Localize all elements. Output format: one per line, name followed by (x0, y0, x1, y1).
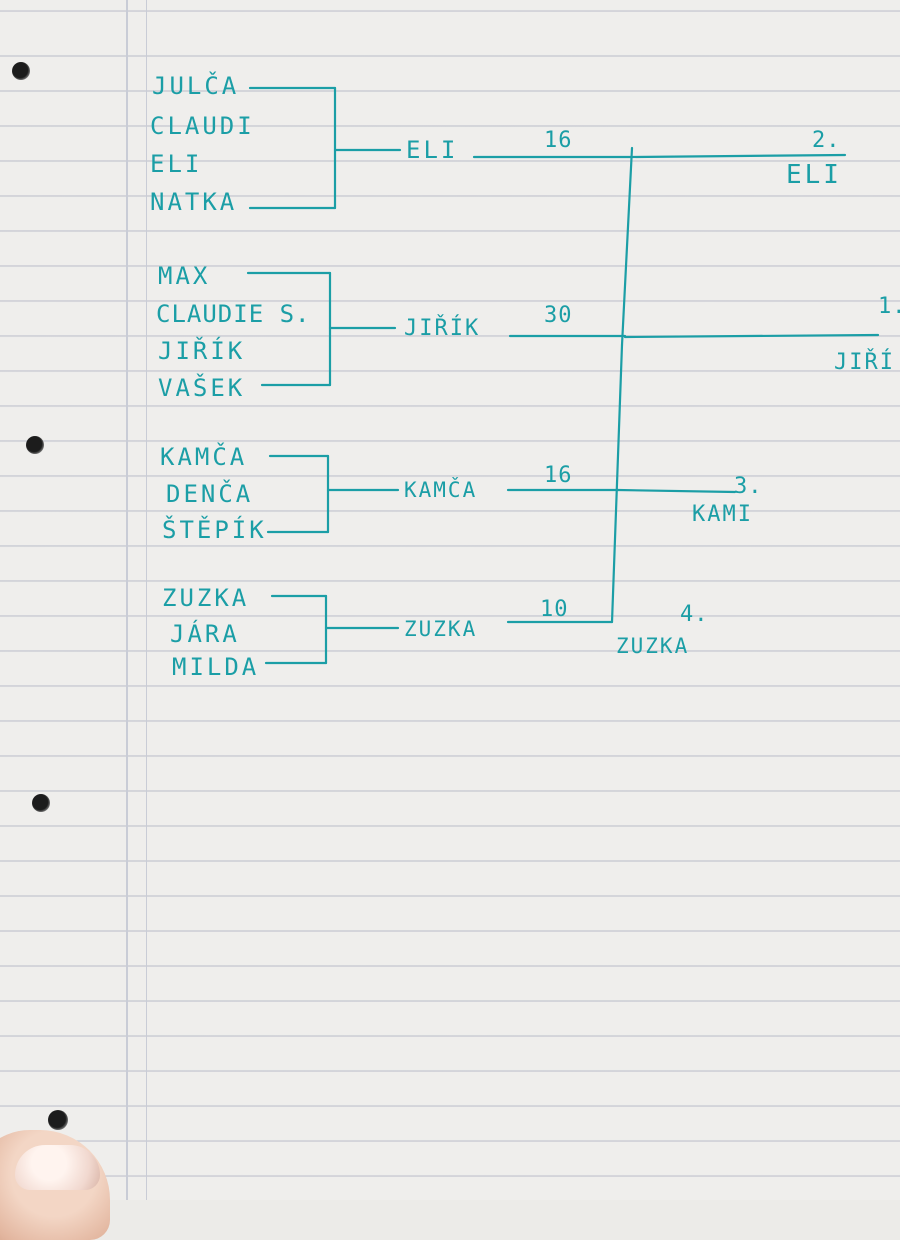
group-winner: JIŘÍK (404, 316, 481, 341)
group-winner: ELI (406, 136, 459, 164)
player-name: ZUZKA (162, 584, 250, 612)
player-name: VAŠEK (158, 374, 246, 402)
player-name: JULČA (152, 72, 240, 100)
placement-rank: 2. (812, 128, 841, 153)
player-name: CLAUDIE S. (156, 300, 311, 328)
player-name: JÁRA (170, 620, 240, 648)
notebook-page (0, 0, 900, 1200)
punch-hole (26, 436, 44, 454)
margin-line-inner (146, 0, 147, 1200)
placement-name: KAMI (692, 502, 753, 527)
placement-rank: 1. (878, 294, 900, 319)
group-score: 16 (544, 128, 573, 153)
group-winner: KAMČA (404, 478, 478, 502)
player-name: ŠTĚPÍK (162, 516, 267, 544)
margin-line (126, 0, 128, 1200)
punch-hole (48, 1110, 68, 1130)
player-name: CLAUDI (150, 112, 255, 140)
placement-rank: 4. (680, 602, 709, 627)
player-name: MAX (158, 262, 211, 290)
player-name: ELI (150, 150, 203, 178)
player-name: JIŘÍK (158, 337, 246, 365)
player-name: MILDA (172, 653, 260, 681)
bracket-lines (246, 86, 880, 665)
placement-rank: 3. (734, 474, 763, 499)
group-winner: ZUZKA (404, 617, 478, 641)
group-score: 30 (544, 303, 573, 328)
group-score: 10 (540, 597, 569, 622)
punch-hole (32, 794, 50, 812)
player-name: DENČA (166, 480, 254, 508)
fingernail (15, 1145, 100, 1190)
player-name: NATKA (150, 188, 238, 216)
group-score: 16 (544, 463, 573, 488)
placement-name: ELI (786, 160, 842, 190)
punch-hole (12, 62, 30, 80)
player-name: KAMČA (160, 443, 248, 471)
placement-name: JIŘÍ (834, 350, 895, 375)
placement-name: ZUZKA (616, 634, 690, 658)
